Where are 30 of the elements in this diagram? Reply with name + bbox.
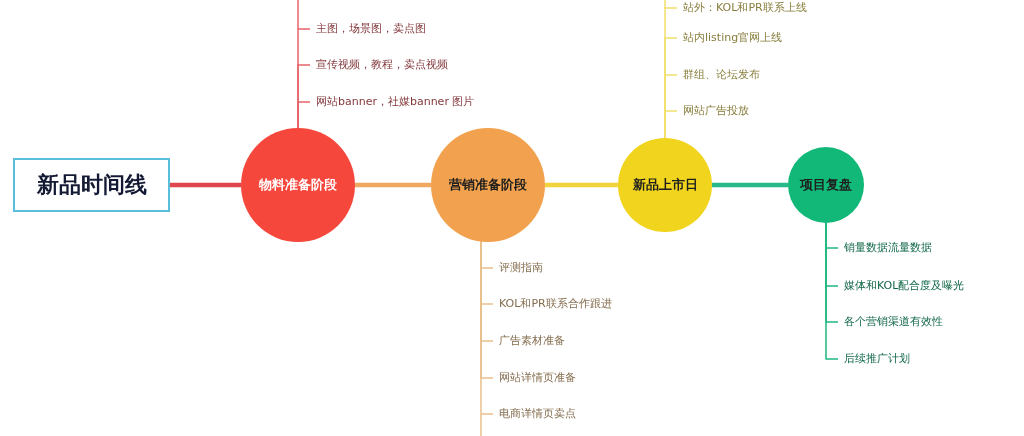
timeline-connector — [355, 182, 431, 188]
topic-text: 电商详情页卖点 — [493, 407, 576, 421]
topic-text: 群组、论坛发布 — [677, 68, 760, 82]
stage-title: 项目复盘 — [800, 176, 852, 194]
root-topic-text: 新品时间线 — [36, 171, 147, 199]
branch-connector — [664, 110, 678, 139]
root-topic-box — [13, 158, 170, 212]
stage-title: 营销准备阶段 — [449, 176, 527, 194]
topic-text: 网站广告投放 — [677, 104, 749, 118]
timeline-connector — [170, 182, 241, 188]
topic-text: 站内listing官网上线 — [677, 31, 783, 45]
topic-text: 网站banner，社媒banner 图片 — [310, 95, 475, 109]
topic-text: 销量数据流量数据 — [838, 241, 932, 255]
topic-text: 站外：KOL和PR联系上线 — [677, 1, 807, 15]
branch-connector — [480, 240, 494, 415]
topic-text: 网站详情页准备 — [493, 371, 576, 385]
stage-title: 新品上市日 — [632, 176, 698, 194]
branch-connector — [825, 222, 839, 360]
topic-text: 各个营销渠道有效性 — [838, 315, 943, 329]
timeline-connector — [712, 182, 788, 188]
stage-title: 物料准备阶段 — [259, 176, 337, 194]
topic-text: KOL和PR联系合作跟进 — [493, 297, 612, 311]
topic-text: 后续推广计划 — [838, 352, 910, 366]
branch-connector — [297, 101, 311, 129]
topic-text: 评测指南 — [493, 261, 543, 275]
topic-text: 主图，场景图，卖点图 — [310, 22, 426, 36]
topic-text: 广告素材准备 — [493, 334, 565, 348]
timeline-connector — [545, 182, 618, 188]
topic-text: 宣传视频，教程，卖点视频 — [310, 58, 448, 72]
topic-text: 媒体和KOL配合度及曝光 — [838, 279, 965, 293]
